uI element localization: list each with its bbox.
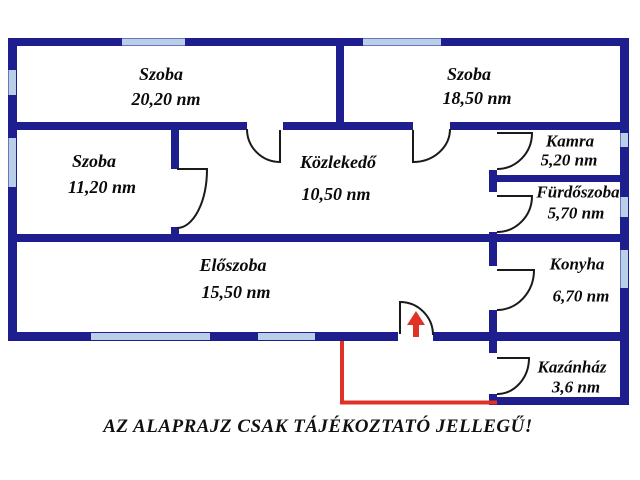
wall-row1-left [8,122,247,130]
window-kamra-right [620,133,628,147]
room-area-kazanhaz: 3,6 nm [551,377,601,397]
window-szoba3-left [8,138,16,187]
room-area-konyha: 6,70 nm [552,286,610,306]
window-szoba1-top [122,38,185,46]
room-name-szoba-3: Szoba [71,151,117,171]
wall-rightcol-c [489,232,497,266]
window-szoba2-top [363,38,441,46]
wall-rightcol-e [489,394,497,405]
door-konyha [496,269,536,311]
door-kamra [496,132,534,170]
window-eloszoba-2 [258,333,315,340]
wall-row1-right [450,122,629,130]
room-name-konyha: Konyha [549,254,605,274]
wall-bottom-right [433,332,629,341]
room-name-szoba-2: Szoba [446,64,492,84]
wall-kamra-furdoszoba [490,175,629,182]
room-name-furdoszoba: Fürdőszoba [536,182,620,202]
door-entrance [399,300,434,336]
room-name-kamra: Kamra [545,131,595,151]
door-szoba2 [412,128,451,164]
wall-kazanhaz-bottom [490,397,629,405]
room-area-furdoszoba: 5,70 nm [547,203,605,223]
entrance-arrow-icon [407,311,425,337]
window-szoba1-left [8,70,16,95]
wall-top [8,38,629,46]
wall-szoba3-a [171,122,179,169]
door-kazanhaz [496,357,531,395]
room-area-szoba-1: 20,20 nm [131,89,201,109]
wall-rightcol-b [489,170,497,192]
terrace-outline [340,341,497,405]
room-name-kazanhaz: Kazánház [537,357,607,377]
door-szoba1 [246,128,281,164]
wall-top-rooms-divider [336,38,344,130]
disclaimer-caption: AZ ALAPRAJZ CSAK TÁJÉKOZTATÓ JELLEGŰ! [103,416,533,437]
wall-right [620,38,629,405]
walls [8,38,629,405]
door-szoba3 [176,168,209,229]
room-name-szoba-1: Szoba [138,64,184,84]
room-area-kamra: 5,20 nm [540,150,598,170]
room-name-kozlekedo: Közlekedő [300,152,376,172]
room-area-szoba-3: 11,20 nm [67,177,137,197]
wall-row2 [8,234,629,242]
doors [176,128,536,395]
room-area-eloszoba: 15,50 nm [201,282,271,302]
room-name-eloszoba: Előszoba [199,255,267,275]
window-konyha-right [620,250,628,288]
windows [8,38,628,340]
door-furdoszoba [496,195,534,233]
room-area-szoba-2: 18,50 nm [442,88,512,108]
room-area-kozlekedo: 10,50 nm [301,184,371,204]
window-eloszoba-1 [91,333,210,340]
wall-rightcol-a [489,122,497,130]
wall-row1-mid [283,122,413,130]
wall-left [8,38,17,341]
wall-rightcol-d [489,310,497,353]
wall-szoba3-b [171,227,179,242]
window-furdoszoba-right [620,197,628,217]
